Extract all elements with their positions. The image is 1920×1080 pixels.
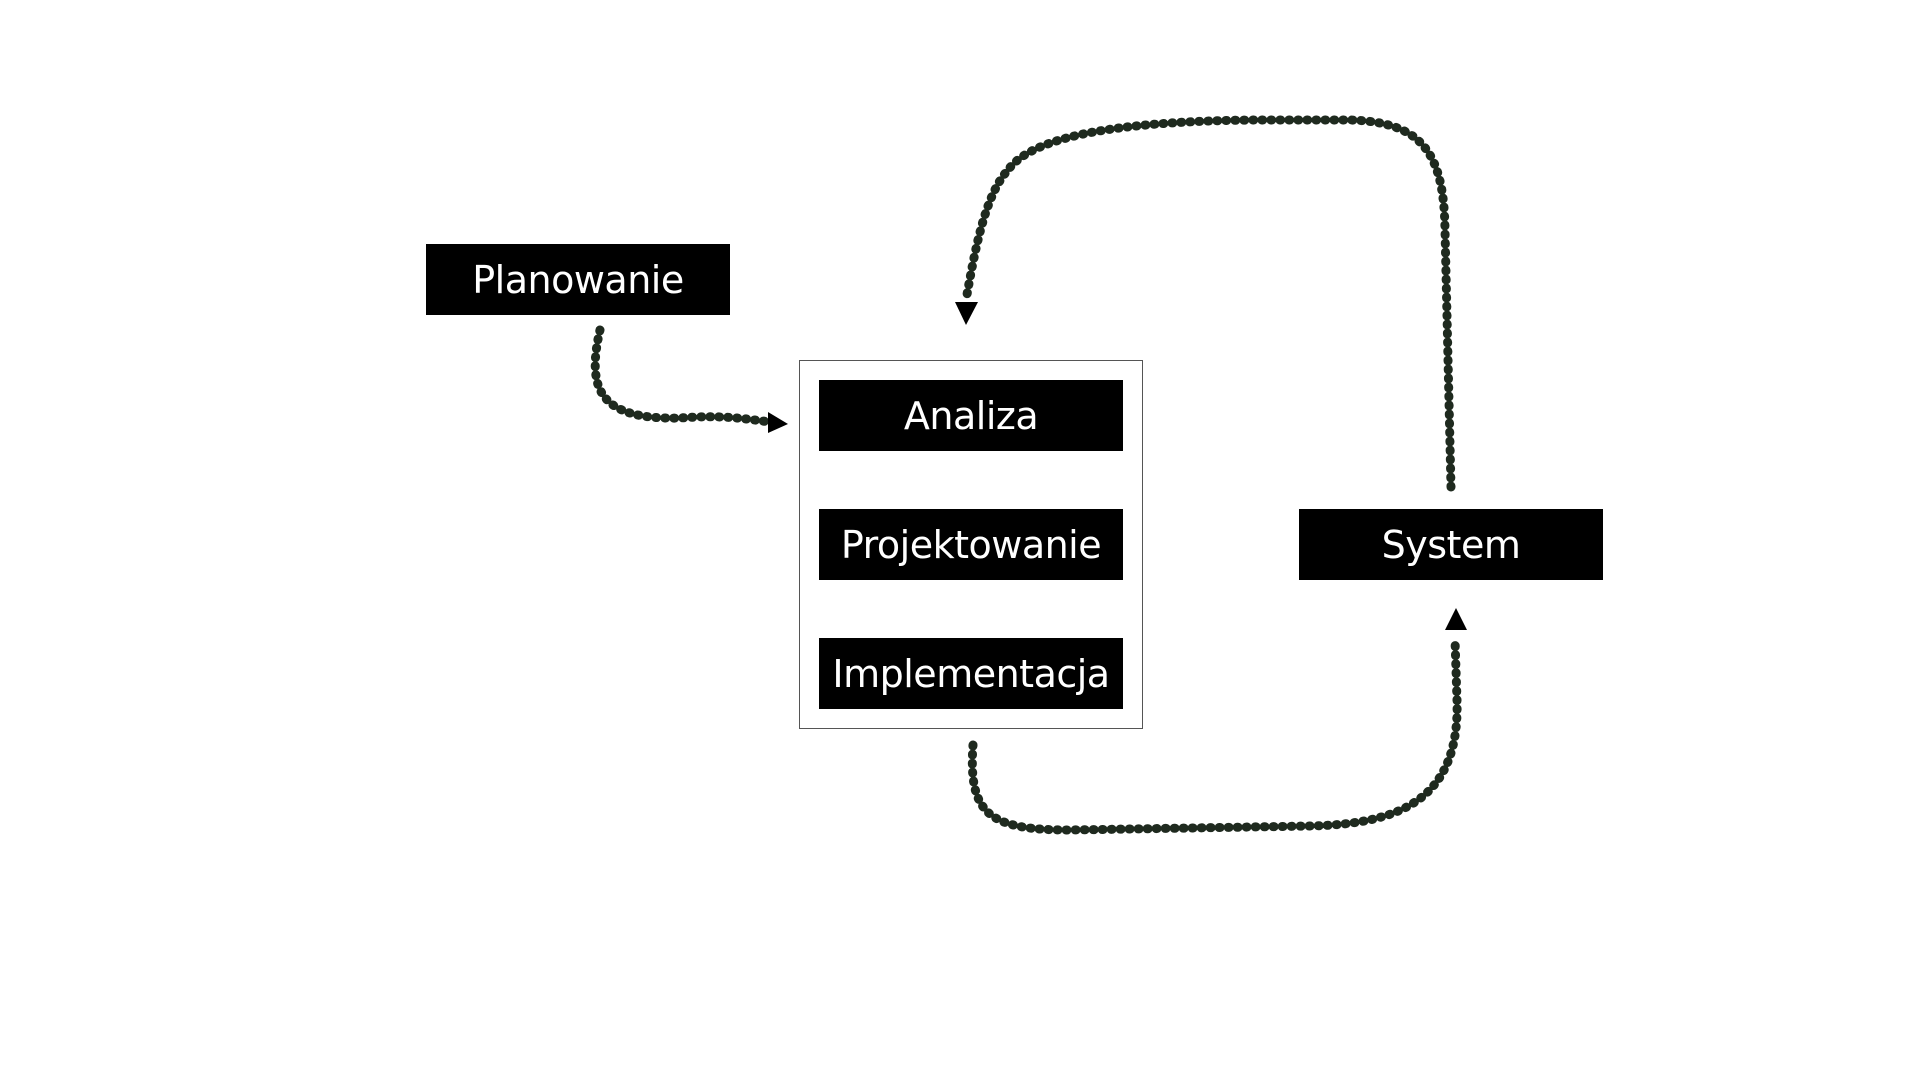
arrowhead-system-to-analiza [955,302,978,325]
node-planowanie-label: Planowanie [472,257,684,302]
node-planowanie: Planowanie [426,244,730,315]
connector-planowanie-to-analiza [590,325,775,427]
node-projektowanie: Projektowanie [819,509,1123,580]
arrowhead-implementacja-to-system [1445,608,1467,630]
node-implementacja-label: Implementacja [832,651,1110,696]
arrowhead-planowanie-to-analiza [768,412,788,433]
node-analiza-label: Analiza [903,393,1039,438]
node-system-label: System [1381,522,1521,567]
connector-implementacja-to-system [967,635,1462,835]
node-system: System [1299,509,1603,580]
process-group-frame [799,360,1143,729]
connector-system-to-analiza [961,115,1456,492]
node-analiza: Analiza [819,380,1123,451]
node-projektowanie-label: Projektowanie [840,522,1102,567]
node-implementacja: Implementacja [819,638,1123,709]
